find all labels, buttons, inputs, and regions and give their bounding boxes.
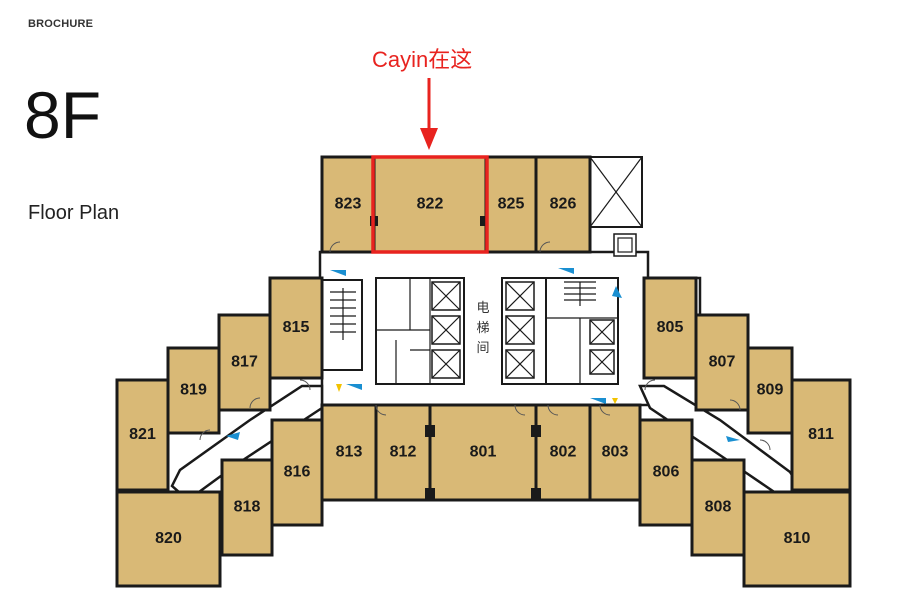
room-803[interactable] xyxy=(588,403,642,502)
room-809[interactable] xyxy=(746,346,794,435)
room-label-806: 806 xyxy=(653,464,680,481)
room-label-810: 810 xyxy=(784,530,811,547)
room-802[interactable] xyxy=(534,403,592,502)
room-label-820: 820 xyxy=(155,530,182,547)
room-820[interactable] xyxy=(115,490,222,588)
room-label-823: 823 xyxy=(335,196,362,213)
room-label-821: 821 xyxy=(129,426,156,443)
room-826[interactable] xyxy=(534,155,592,254)
highlight-box-822 xyxy=(371,155,489,254)
brand-label: BROCHURE xyxy=(28,18,94,30)
door-arcs xyxy=(199,241,771,451)
elevator-hall-label: 电梯间 xyxy=(476,301,489,356)
room-821[interactable] xyxy=(115,378,170,492)
room-label-801: 801 xyxy=(470,444,497,461)
room-label-816: 816 xyxy=(284,464,311,481)
room-label-822: 822 xyxy=(417,196,444,213)
room-label-812: 812 xyxy=(390,444,417,461)
room-812[interactable] xyxy=(374,403,432,502)
room-label-807: 807 xyxy=(709,354,736,371)
room-label-808: 808 xyxy=(705,499,732,516)
room-806[interactable] xyxy=(638,418,694,527)
room-810[interactable] xyxy=(742,490,852,588)
red-arrow-icon xyxy=(420,78,438,150)
room-819[interactable] xyxy=(166,346,221,435)
room-label-813: 813 xyxy=(336,444,363,461)
location-callout: Cayin在这 xyxy=(372,47,473,72)
room-label-805: 805 xyxy=(657,319,684,336)
room-label-815: 815 xyxy=(283,319,310,336)
room-label-817: 817 xyxy=(231,354,258,371)
left-elevators xyxy=(431,281,461,379)
room-label-809: 809 xyxy=(757,382,784,399)
floor-number: 8F xyxy=(24,78,102,152)
room-807[interactable] xyxy=(694,313,750,412)
room-label-825: 825 xyxy=(498,196,525,213)
room-808[interactable] xyxy=(690,458,746,557)
room-label-826: 826 xyxy=(550,196,577,213)
left-stair xyxy=(321,279,363,371)
floor-plan-label: Floor Plan xyxy=(28,202,120,224)
room-823[interactable] xyxy=(320,155,376,254)
room-label-818: 818 xyxy=(234,499,261,516)
room-811[interactable] xyxy=(790,378,852,492)
room-805[interactable] xyxy=(642,276,698,380)
exit-markers xyxy=(226,268,740,442)
room-label-811: 811 xyxy=(808,426,834,443)
room-801[interactable] xyxy=(428,403,538,502)
room-label-802: 802 xyxy=(550,444,577,461)
room-label-819: 819 xyxy=(180,382,207,399)
room-817[interactable] xyxy=(217,313,272,412)
room-label-803: 803 xyxy=(602,444,629,461)
